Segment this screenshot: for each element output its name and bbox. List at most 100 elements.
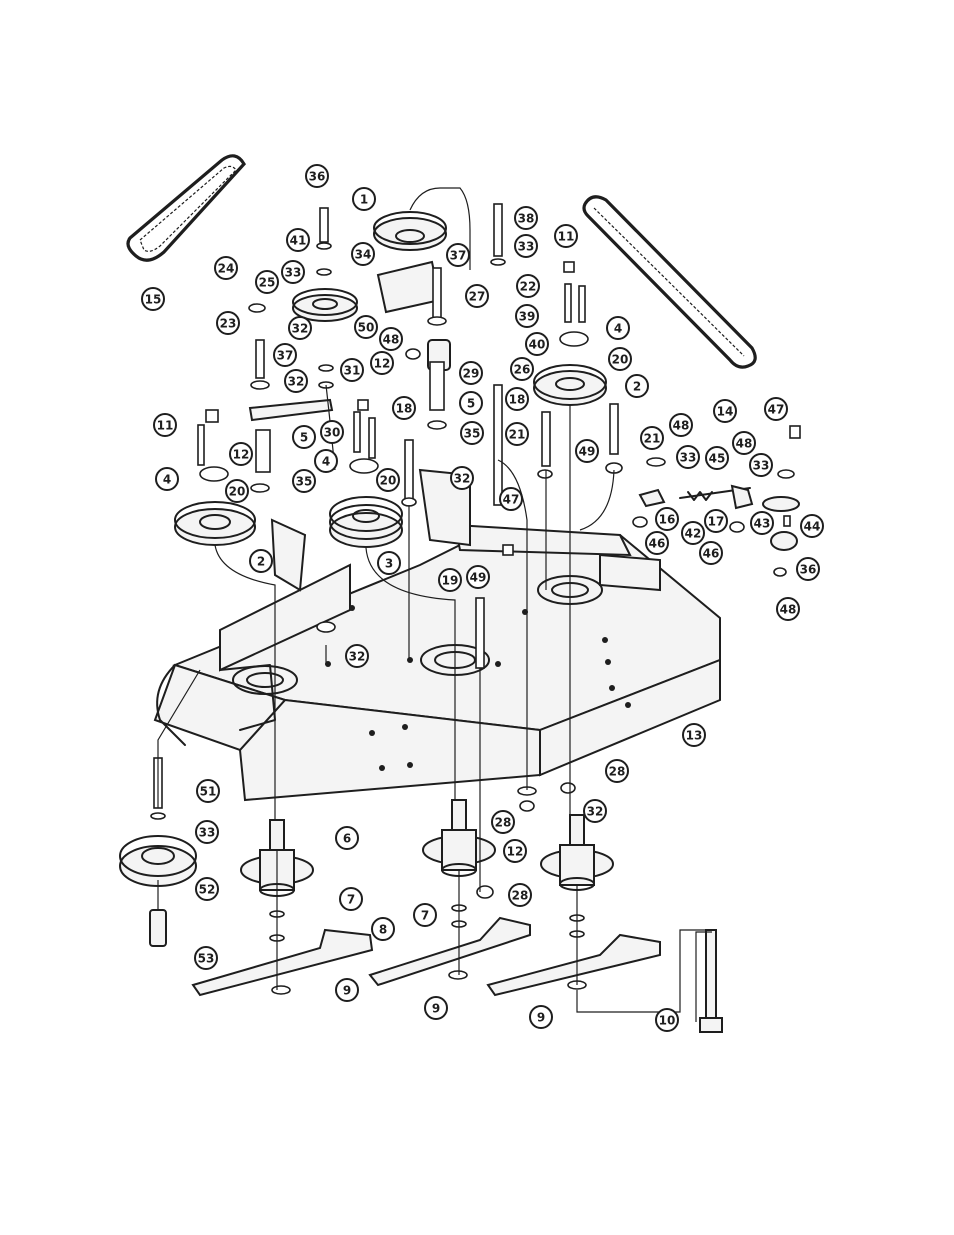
callout-33: 33 bbox=[515, 235, 537, 257]
callout-32: 32 bbox=[584, 800, 606, 822]
callout-25: 25 bbox=[256, 271, 278, 293]
callout-9: 9 bbox=[336, 979, 358, 1001]
callout-label: 4 bbox=[614, 322, 622, 336]
callout-26: 26 bbox=[511, 358, 533, 380]
callout-9: 9 bbox=[530, 1006, 552, 1028]
callout-label: 36 bbox=[800, 563, 817, 577]
callout-12: 12 bbox=[371, 352, 393, 374]
callout-label: 41 bbox=[290, 234, 307, 248]
callout-20: 20 bbox=[377, 469, 399, 491]
callout-label: 1 bbox=[360, 193, 368, 207]
callout-48: 48 bbox=[777, 598, 799, 620]
callout-label: 21 bbox=[644, 432, 661, 446]
callout-label: 11 bbox=[157, 419, 174, 433]
callout-32: 32 bbox=[289, 317, 311, 339]
callout-label: 23 bbox=[220, 317, 237, 331]
callout-17: 17 bbox=[705, 510, 727, 532]
callout-label: 48 bbox=[780, 603, 797, 617]
callout-49: 49 bbox=[576, 440, 598, 462]
callout-label: 21 bbox=[509, 428, 526, 442]
spindle-center bbox=[423, 800, 495, 876]
callout-label: 38 bbox=[518, 212, 535, 226]
callout-33: 33 bbox=[750, 454, 772, 476]
callout-18: 18 bbox=[506, 388, 528, 410]
callout-label: 19 bbox=[442, 574, 459, 588]
callout-51: 51 bbox=[197, 780, 219, 802]
pulley-2-left bbox=[175, 502, 255, 545]
callout-label: 27 bbox=[469, 290, 486, 304]
callout-35: 35 bbox=[461, 422, 483, 444]
callout-33: 33 bbox=[196, 821, 218, 843]
callout-36: 36 bbox=[306, 165, 328, 187]
callout-label: 48 bbox=[383, 333, 400, 347]
callout-label: 25 bbox=[259, 276, 276, 290]
callout-label: 50 bbox=[358, 321, 375, 335]
callout-label: 17 bbox=[708, 515, 725, 529]
callout-label: 18 bbox=[396, 402, 413, 416]
callout-6: 6 bbox=[336, 827, 358, 849]
callout-label: 20 bbox=[612, 353, 629, 367]
callout-label: 33 bbox=[199, 826, 216, 840]
callout-label: 48 bbox=[673, 419, 690, 433]
callout-24: 24 bbox=[215, 257, 237, 279]
callout-label: 32 bbox=[292, 322, 309, 336]
callout-label: 12 bbox=[374, 357, 391, 371]
callout-5: 5 bbox=[460, 392, 482, 414]
callout-label: 6 bbox=[343, 832, 351, 846]
callout-36: 36 bbox=[797, 558, 819, 580]
callout-label: 26 bbox=[514, 363, 531, 377]
callout-1: 1 bbox=[353, 188, 375, 210]
callout-7: 7 bbox=[414, 904, 436, 926]
callout-12: 12 bbox=[504, 840, 526, 862]
callout-label: 33 bbox=[518, 240, 535, 254]
callout-label: 5 bbox=[300, 431, 308, 445]
callout-label: 28 bbox=[495, 816, 512, 830]
callout-label: 10 bbox=[659, 1014, 676, 1028]
callout-label: 36 bbox=[309, 170, 326, 184]
callout-label: 34 bbox=[355, 248, 372, 262]
callout-10: 10 bbox=[656, 1009, 678, 1031]
callout-11: 11 bbox=[555, 225, 577, 247]
callout-label: 3 bbox=[385, 557, 393, 571]
callout-28: 28 bbox=[606, 760, 628, 782]
callout-label: 20 bbox=[380, 474, 397, 488]
callout-label: 7 bbox=[347, 893, 355, 907]
callout-label: 49 bbox=[579, 445, 596, 459]
callout-label: 8 bbox=[379, 923, 387, 937]
callout-label: 28 bbox=[512, 889, 529, 903]
callout-37: 37 bbox=[274, 344, 296, 366]
callout-16: 16 bbox=[656, 508, 678, 530]
callout-18: 18 bbox=[393, 397, 415, 419]
callout-32: 32 bbox=[285, 370, 307, 392]
callout-7: 7 bbox=[340, 888, 362, 910]
callout-35: 35 bbox=[293, 470, 315, 492]
callout-label: 5 bbox=[467, 397, 475, 411]
callout-label: 42 bbox=[685, 527, 702, 541]
callout-label: 44 bbox=[804, 520, 821, 534]
callout-50: 50 bbox=[355, 316, 377, 338]
callout-label: 35 bbox=[464, 427, 481, 441]
callout-label: 4 bbox=[163, 473, 171, 487]
spindle-right bbox=[541, 815, 613, 890]
belt-right bbox=[584, 197, 755, 367]
pulley-52 bbox=[120, 836, 196, 886]
callout-8: 8 bbox=[372, 918, 394, 940]
callout-5: 5 bbox=[293, 426, 315, 448]
callout-2: 2 bbox=[250, 550, 272, 572]
callout-47: 47 bbox=[765, 398, 787, 420]
callout-13: 13 bbox=[683, 724, 705, 746]
callout-label: 53 bbox=[198, 952, 215, 966]
callout-label: 33 bbox=[285, 266, 302, 280]
callout-49: 49 bbox=[467, 566, 489, 588]
bracket-34 bbox=[378, 262, 440, 312]
callout-21: 21 bbox=[641, 427, 663, 449]
callout-48: 48 bbox=[380, 328, 402, 350]
callout-44: 44 bbox=[801, 515, 823, 537]
callout-41: 41 bbox=[287, 229, 309, 251]
callout-label: 31 bbox=[344, 364, 361, 378]
callout-47: 47 bbox=[500, 488, 522, 510]
callout-28: 28 bbox=[492, 811, 514, 833]
idler-arm-30 bbox=[250, 400, 332, 420]
callout-label: 35 bbox=[296, 475, 313, 489]
callout-15: 15 bbox=[142, 288, 164, 310]
